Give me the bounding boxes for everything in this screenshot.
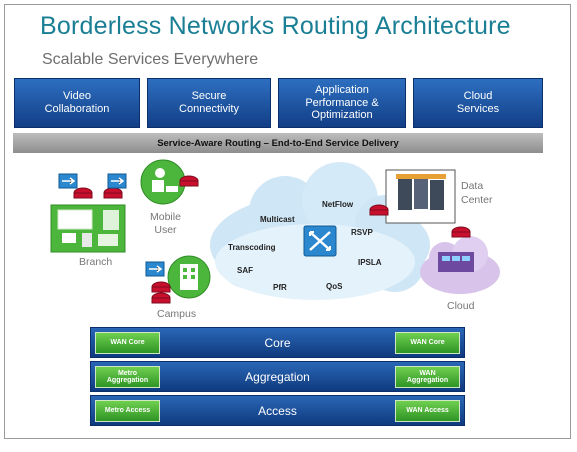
service-video-collaboration: Video Collaboration (14, 78, 140, 128)
feature-rsvp: RSVP (351, 228, 373, 237)
feature-qos: QoS (326, 282, 343, 291)
mobile-user-label: Mobile User (150, 211, 181, 236)
layer-aggregation-label: Aggregation (245, 369, 310, 384)
branch-label: Branch (79, 256, 113, 268)
feature-pfr: PfR (273, 283, 287, 292)
wan-core-left: WAN Core (95, 332, 160, 354)
feature-transcoding: Transcoding (228, 243, 276, 252)
cloud-site-icon (420, 236, 500, 294)
service-aware-routing-bar: Service-Aware Routing – End-to-End Servi… (13, 133, 543, 153)
mobile-user-icon (140, 159, 186, 205)
branch-site-icon (50, 204, 126, 253)
service-application-performance: Application Performance & Optimization (278, 78, 406, 128)
feature-netflow: NetFlow (322, 200, 354, 209)
layer-core: Core WAN Core WAN Core (90, 327, 465, 358)
feature-ipsla: IPSLA (358, 258, 382, 267)
cloud-label: Cloud (447, 300, 475, 312)
page-subtitle: Scalable Services Everywhere (42, 51, 259, 68)
metro-access: Metro Access (95, 400, 160, 422)
layer-access: Access Metro Access WAN Access (90, 395, 465, 426)
routing-hub-icon (303, 225, 337, 257)
feature-saf: SAF (237, 266, 253, 275)
data-center-label: Data Center (461, 180, 493, 206)
page-title: Borderless Networks Routing Architecture (40, 12, 511, 40)
feature-multicast: Multicast (260, 215, 295, 224)
metro-aggregation: Metro Aggregation (95, 366, 160, 388)
service-secure-connectivity: Secure Connectivity (147, 78, 271, 128)
router-icons (73, 175, 471, 304)
campus-icon (167, 255, 211, 299)
wan-core-right: WAN Core (395, 332, 460, 354)
layer-core-label: Core (264, 335, 291, 350)
wan-access: WAN Access (395, 400, 460, 422)
data-center-icon (385, 169, 456, 224)
campus-label: Campus (157, 308, 197, 320)
layer-aggregation: Aggregation Metro Aggregation WAN Aggreg… (90, 361, 465, 392)
wan-aggregation: WAN Aggregation (395, 366, 460, 388)
layer-access-label: Access (258, 403, 297, 418)
service-cloud-services: Cloud Services (413, 78, 543, 128)
